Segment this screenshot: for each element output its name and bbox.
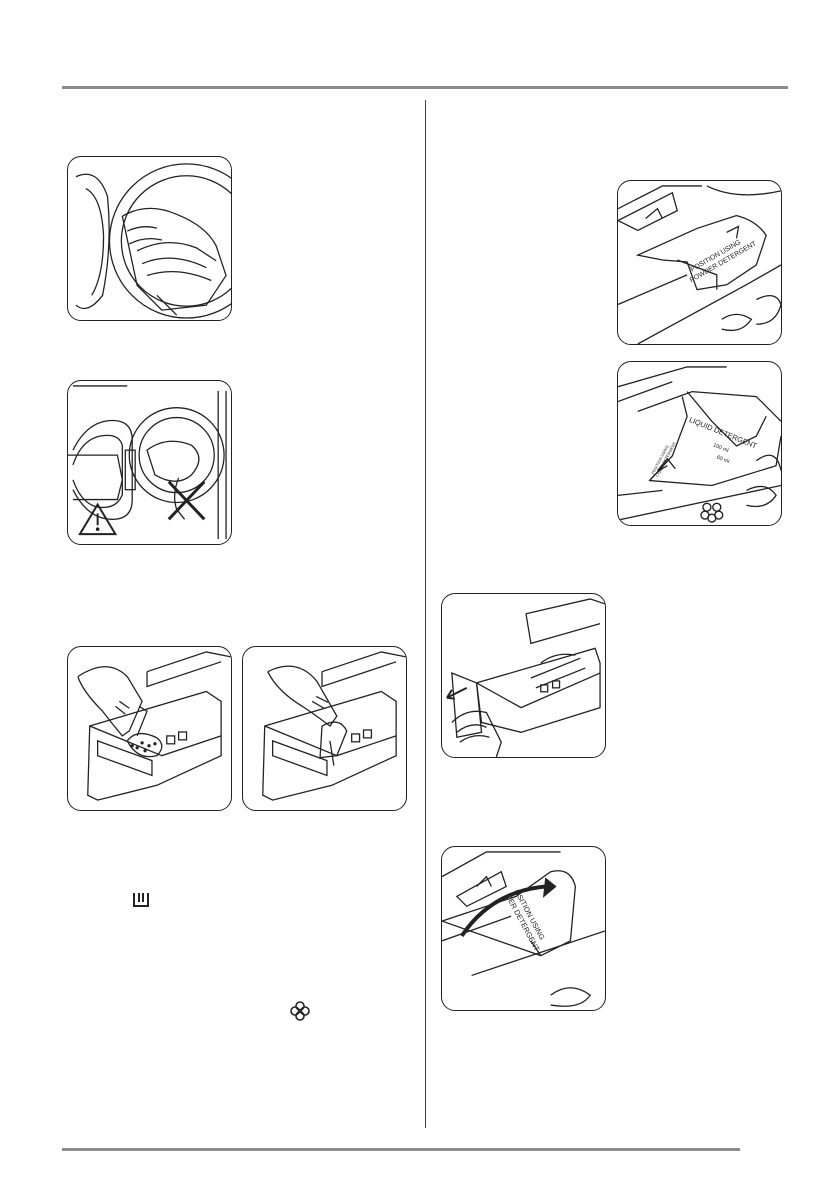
liquid-mark-60: 60 ml: [716, 455, 731, 466]
softener-flower-icon: [700, 502, 724, 523]
warning-triangle-and-cross-icon: [68, 385, 227, 540]
softener-flower-icon: [289, 1000, 311, 1022]
hand-pouring-powder-icon: [77, 651, 231, 801]
figure-powder-dispenser: [67, 646, 232, 811]
figure-flap-turn: OSITION USING DER DETERGENT: [441, 846, 606, 1011]
hand-loading-laundry-icon: [75, 163, 231, 319]
bottom-rule: [62, 1148, 740, 1151]
figure-load-laundry: [67, 156, 232, 321]
figure-flap-liquid: LIQUID DETERGENT 100 ml 60 ml POSITION U…: [617, 361, 782, 526]
main-wash-compartment-icon: [131, 890, 151, 910]
figure-drawer-pull: [441, 593, 606, 758]
figure-door-warning: [67, 380, 232, 545]
hand-pouring-liquid-icon: [262, 651, 406, 801]
column-divider: [425, 100, 426, 1128]
dispenser-corner: [618, 191, 679, 232]
figure-liquid-dispenser: [242, 646, 407, 811]
liquid-mark-100: 100 ml: [712, 442, 729, 454]
pull-arrow-icon: [446, 689, 455, 700]
figure-flap-powder: POSITION USING POWDER DETERGENT: [617, 180, 782, 345]
top-rule: [62, 86, 788, 89]
